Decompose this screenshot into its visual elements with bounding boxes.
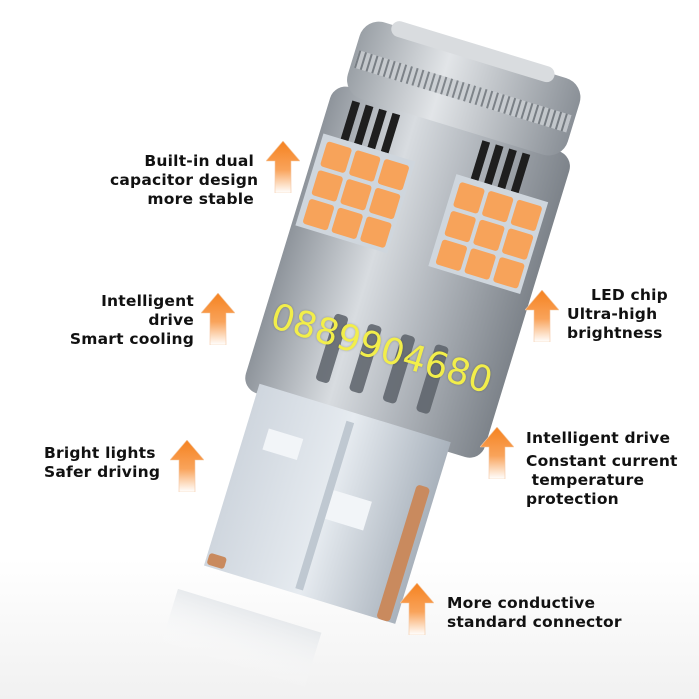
feature-title: Bright lights	[44, 444, 156, 462]
feature-bright-lights: Bright lights Safer driving	[44, 444, 184, 482]
feature-title: Intelligent	[101, 292, 194, 310]
feature-title: More conductive	[447, 594, 596, 612]
up-arrow-icon	[201, 293, 235, 345]
feature-line: more stable	[147, 190, 254, 208]
feature-line: brightness	[567, 324, 663, 342]
feature-intelligent-drive-cooling: Intelligent drive Smart cooling	[60, 292, 194, 349]
feature-conductive-connector: More conductive standard connector	[447, 594, 627, 632]
up-arrow-icon	[480, 427, 514, 479]
feature-line: temperature	[526, 471, 645, 489]
feature-title: LED chip	[591, 286, 668, 304]
feature-line: standard connector	[447, 613, 622, 631]
up-arrow-icon	[170, 440, 204, 492]
feature-constant-current: Intelligent drive Constant current tempe…	[526, 429, 698, 509]
feature-line: capacitor design	[110, 171, 259, 189]
up-arrow-icon	[525, 290, 559, 342]
feature-line: Constant current	[526, 452, 678, 470]
up-arrow-icon	[266, 141, 300, 193]
feature-line: Safer driving	[44, 463, 161, 481]
feature-line: Ultra-high	[567, 305, 658, 323]
feature-led-chip: LED chip Ultra-high brightness	[567, 286, 697, 343]
feature-capacitor: Built-in dual capacitor design more stab…	[110, 152, 259, 209]
feature-title: Intelligent drive	[526, 429, 671, 447]
feature-line: protection	[526, 490, 619, 508]
up-arrow-icon	[400, 583, 434, 635]
feature-title: Built-in dual	[144, 152, 254, 170]
feature-line: Smart cooling	[69, 330, 194, 348]
feature-line: drive	[148, 311, 194, 329]
